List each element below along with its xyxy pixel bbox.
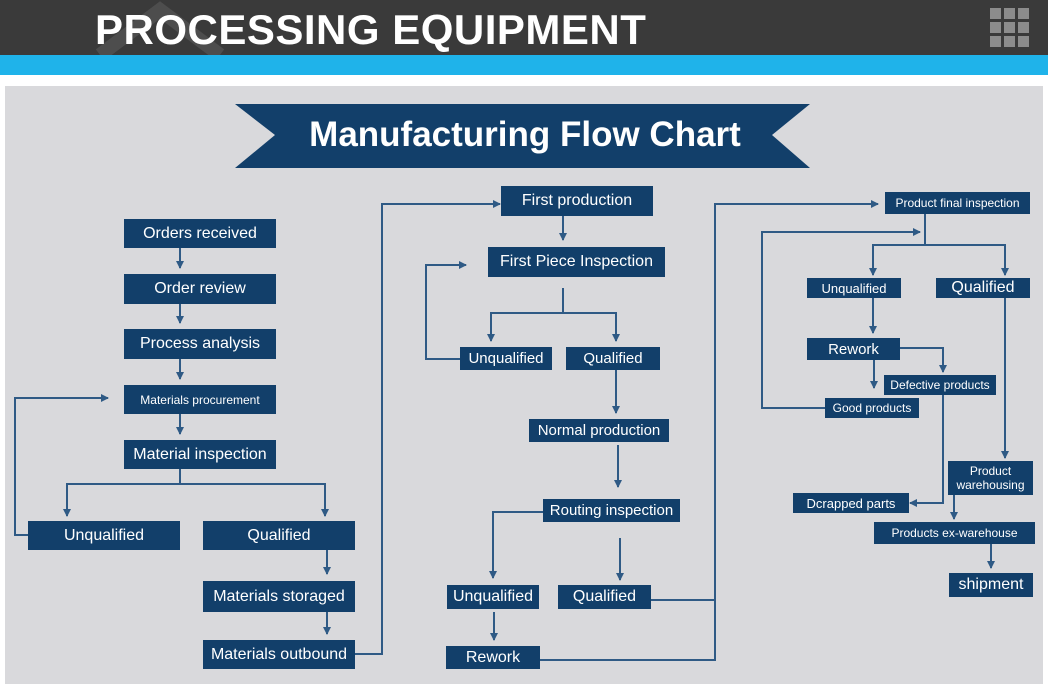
orders-received-box: Orders received — [124, 219, 276, 248]
accent-bar — [0, 55, 1048, 75]
header-chevron-decoration — [95, 1, 225, 55]
normal-production-box: Normal production — [529, 419, 669, 442]
first-production-box: First production — [501, 186, 653, 216]
process-analysis-box: Process analysis — [124, 329, 276, 359]
products-ex-warehouse-box: Products ex-warehouse — [874, 522, 1035, 544]
unqualified-routing-box: Unqualified — [447, 585, 539, 609]
unqualified-first-piece-box: Unqualified — [460, 347, 552, 370]
unqualified-box: Unqualified — [28, 521, 180, 550]
grid-icon[interactable] — [990, 8, 1030, 48]
shipment-box: shipment — [949, 573, 1033, 597]
order-review-box: Order review — [124, 274, 276, 304]
good-products-box: Good products — [825, 398, 919, 418]
defective-products-box: Defective products — [884, 375, 996, 395]
qualified-routing-box: Qualified — [558, 585, 651, 609]
materials-storaged-box: Materials storaged — [203, 581, 355, 612]
header-bar: PROCESSING EQUIPMENT — [0, 0, 1048, 55]
scrapped-parts-box: Dcrapped parts — [793, 493, 909, 513]
qualified-first-piece-box: Qualified — [566, 347, 660, 370]
material-inspection-box: Material inspection — [124, 440, 276, 469]
chart-title: Manufacturing Flow Chart — [309, 115, 741, 154]
rework-routing-box: Rework — [446, 646, 540, 669]
rework-final-box: Rework — [807, 338, 900, 360]
qualified-final-box: Qualified — [936, 278, 1030, 298]
unqualified-final-box: Unqualified — [807, 278, 901, 298]
materials-outbound-box: Materials outbound — [203, 640, 355, 669]
qualified-box: Qualified — [203, 521, 355, 550]
first-piece-inspection-box: First Piece Inspection — [488, 247, 665, 277]
header-title: PROCESSING EQUIPMENT — [95, 6, 647, 53]
materials-procurement-box: Materials procurement — [124, 385, 276, 414]
product-final-inspection-box: Product final inspection — [885, 192, 1030, 214]
routing-inspection-box: Routing inspection — [543, 499, 680, 522]
product-warehousing-box: Product warehousing — [948, 461, 1033, 495]
title-banner — [235, 104, 810, 168]
